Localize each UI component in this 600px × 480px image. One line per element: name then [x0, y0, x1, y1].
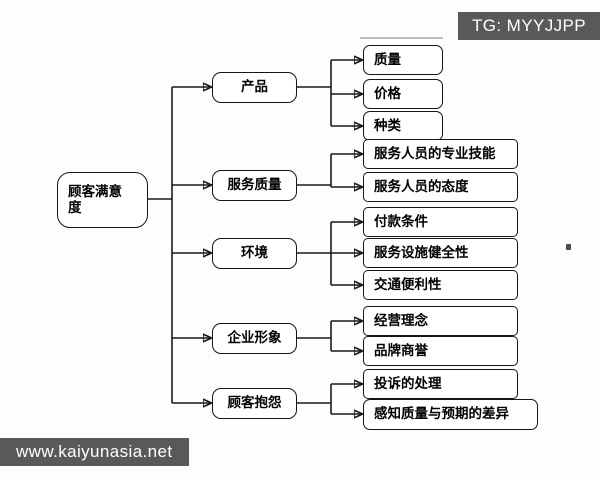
node-leaf-label: 交通便利性: [374, 276, 442, 293]
node-branch-label: 企业形象: [227, 330, 282, 347]
node-leaf-price[interactable]: 价格: [363, 79, 443, 109]
watermark-top-right: TG: MYYJJPP: [458, 12, 600, 40]
node-leaf-brand-reputation[interactable]: 品牌商誉: [363, 336, 518, 366]
node-branch-customer-complaint[interactable]: 顾客抱怨: [212, 388, 297, 419]
node-leaf-facility-completeness[interactable]: 服务设施健全性: [363, 238, 518, 268]
node-branch-label: 顾客抱怨: [227, 395, 282, 412]
node-leaf-staff-attitude[interactable]: 服务人员的态度: [363, 172, 518, 202]
node-leaf-label: 种类: [374, 117, 401, 134]
watermark-top-right-text: TG: MYYJJPP: [472, 16, 586, 35]
node-leaf-label: 服务人员的态度: [374, 178, 469, 195]
node-root-label-line1: 顾客满意: [68, 183, 122, 200]
node-branch-environment[interactable]: 环境: [212, 238, 297, 269]
node-leaf-label: 价格: [374, 85, 401, 102]
node-root-label: 顾客满意 度: [68, 184, 122, 217]
node-root-customer-satisfaction[interactable]: 顾客满意 度: [57, 172, 148, 228]
node-leaf-label: 服务设施健全性: [374, 244, 469, 261]
node-leaf-label: 质量: [374, 51, 401, 68]
node-leaf-quality[interactable]: 质量: [363, 45, 443, 75]
node-branch-product[interactable]: 产品: [212, 72, 297, 103]
node-leaf-payment-terms[interactable]: 付款条件: [363, 207, 518, 237]
node-leaf-label: 感知质量与预期的差异: [374, 406, 509, 423]
node-branch-label: 环境: [241, 245, 268, 262]
node-branch-service-quality[interactable]: 服务质量: [212, 170, 297, 201]
node-leaf-perceived-vs-expected-gap[interactable]: 感知质量与预期的差异: [363, 399, 538, 430]
watermark-bottom-left-text: www.kaiyunasia.net: [16, 442, 173, 461]
node-leaf-label: 付款条件: [374, 213, 428, 230]
watermark-bottom-left: www.kaiyunasia.net: [0, 438, 189, 466]
node-branch-corporate-image[interactable]: 企业形象: [212, 323, 297, 354]
node-leaf-transport-convenience[interactable]: 交通便利性: [363, 270, 518, 300]
node-leaf-label: 服务人员的专业技能: [374, 145, 496, 162]
node-leaf-staff-professional-skill[interactable]: 服务人员的专业技能: [363, 139, 518, 169]
node-leaf-label: 投诉的处理: [374, 375, 442, 392]
node-branch-label: 服务质量: [227, 177, 282, 194]
node-branch-label: 产品: [241, 79, 268, 96]
node-leaf-business-philosophy[interactable]: 经营理念: [363, 306, 518, 336]
scan-artifact-speck: [566, 244, 571, 250]
node-leaf-label: 品牌商誉: [374, 342, 428, 359]
node-leaf-complaint-handling[interactable]: 投诉的处理: [363, 369, 518, 399]
node-leaf-category[interactable]: 种类: [363, 111, 443, 141]
node-root-label-line2: 度: [68, 200, 82, 216]
node-leaf-label: 经营理念: [374, 312, 428, 329]
